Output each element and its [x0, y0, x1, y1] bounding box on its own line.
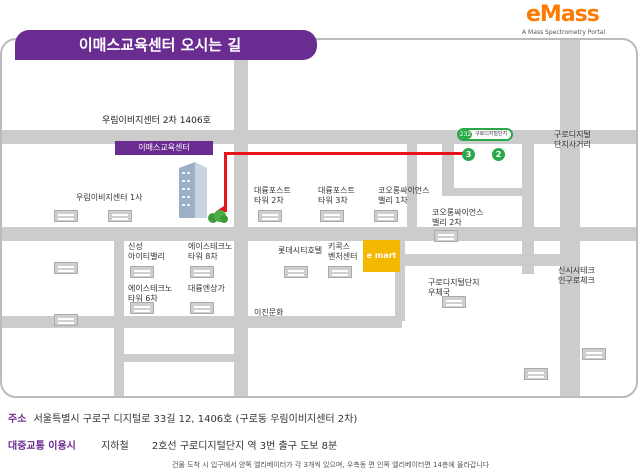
building: [130, 302, 154, 314]
building: [190, 266, 214, 278]
label-kitec: 키콕스 벤처센터: [328, 242, 358, 261]
station-line-number: 232: [459, 130, 472, 139]
road-label: 우림이비지센터 2차 1406호: [102, 116, 211, 126]
road-diagonal-lower: [395, 241, 405, 321]
title-bar: [15, 30, 317, 60]
center-tag: 이매스교육센터: [115, 141, 213, 155]
road-vertical-main: [234, 40, 248, 396]
transit-row: 대중교통 이용시 지하철 2호선 구로디지털단지 역 3번 출구 도보 8분: [8, 441, 337, 453]
subway-label: 지하철: [101, 441, 129, 452]
building: [54, 314, 78, 326]
emass-logo: eMass A Mass Spectrometry Portal: [520, 2, 630, 40]
label-kolon: 코오롱싸이언스 밸리 1차: [378, 186, 430, 205]
building: [328, 266, 352, 278]
building: [54, 210, 78, 222]
road-station-loop: [442, 144, 454, 194]
road-station-loop-bottom: [442, 188, 534, 196]
building: [258, 210, 282, 222]
road-vertical-right: [560, 40, 580, 396]
label-digital-street: 구로디지털 단지사거리: [554, 130, 591, 149]
building: [320, 210, 344, 222]
page-title: 이매스교육센터 오시는 길: [78, 36, 242, 54]
logo-tagline: A Mass Spectrometry Portal: [522, 29, 606, 36]
main-road-horizontal: [2, 130, 636, 144]
road-vertical-left: [114, 241, 124, 396]
label-ace-8: 에이스테크노 타워 8차: [188, 242, 233, 261]
road-south-strip: [124, 354, 234, 362]
building: [190, 302, 214, 314]
road-vertical-center: [407, 144, 417, 227]
label-kolon-2: 코오롱싸이언스 밸리 2차: [432, 208, 484, 227]
label-ace-6: 에이스테크노 타워 6차: [128, 284, 173, 303]
address-row: 주소 서울특별시 구로구 디지털로 33길 12, 1406호 (구로동 우림이…: [8, 414, 357, 426]
building: [582, 348, 606, 360]
road-vertical-east: [522, 144, 534, 274]
building: [524, 368, 548, 380]
road-horizontal-mid: [2, 227, 636, 241]
address-head: 주소: [8, 414, 27, 425]
label-sinseong: 신성 아이티밸리: [128, 242, 165, 261]
road-diagonal-east: [402, 254, 572, 266]
emart-icon: e mart: [363, 240, 400, 272]
building: [108, 210, 132, 222]
transit-head: 대중교통 이용시: [8, 441, 76, 452]
tower-building-icon: [179, 162, 207, 218]
route-vertical: [224, 152, 227, 212]
trees-icon: [208, 210, 228, 223]
label-daeryung-3: 대륭포스트 타워 3차: [318, 186, 355, 205]
map-frame: 우림이비지센터 1사 대륭포스트 타워 2차 대륭포스트 타워 3차 코오롱싸이…: [0, 38, 638, 398]
road-horizontal-low: [2, 316, 402, 328]
building: [442, 296, 466, 308]
building: [54, 262, 78, 274]
building-note: 건물 도착 시 입구에서 양쪽 엘리베이터가 각 3개씩 있으며, 우측동 편 …: [172, 461, 490, 469]
label-guro-complex: 구로디지털단지 우체국: [428, 278, 480, 297]
building: [434, 230, 458, 242]
label-sinsi: 신시시테크 인구로체크: [558, 266, 595, 285]
exit-2-icon: 2: [492, 148, 505, 161]
label-daeryung-2: 대륭포스트 타워 2차: [254, 186, 291, 205]
subway-text: 2호선 구로디지털단지 역 3번 출구 도보 8분: [151, 441, 338, 452]
exit-3-icon: 3: [462, 148, 475, 161]
label-lotte: 롯데시티호텔: [278, 246, 323, 255]
route-horizontal: [224, 152, 468, 155]
label-woorim-1: 우림이비지센터 1사: [76, 193, 143, 202]
logo-brand: eMass: [526, 2, 600, 27]
label-ijin: 이진문화: [254, 308, 284, 317]
station-name: 구로디지털단지: [475, 131, 508, 137]
building: [284, 266, 308, 278]
building: [374, 210, 398, 222]
building: [130, 266, 154, 278]
address-text: 서울특별시 구로구 디지털로 33길 12, 1406호 (구로동 우림이비지센…: [33, 414, 358, 425]
label-daeryung-sangga: 대륭엔상가: [188, 284, 225, 293]
